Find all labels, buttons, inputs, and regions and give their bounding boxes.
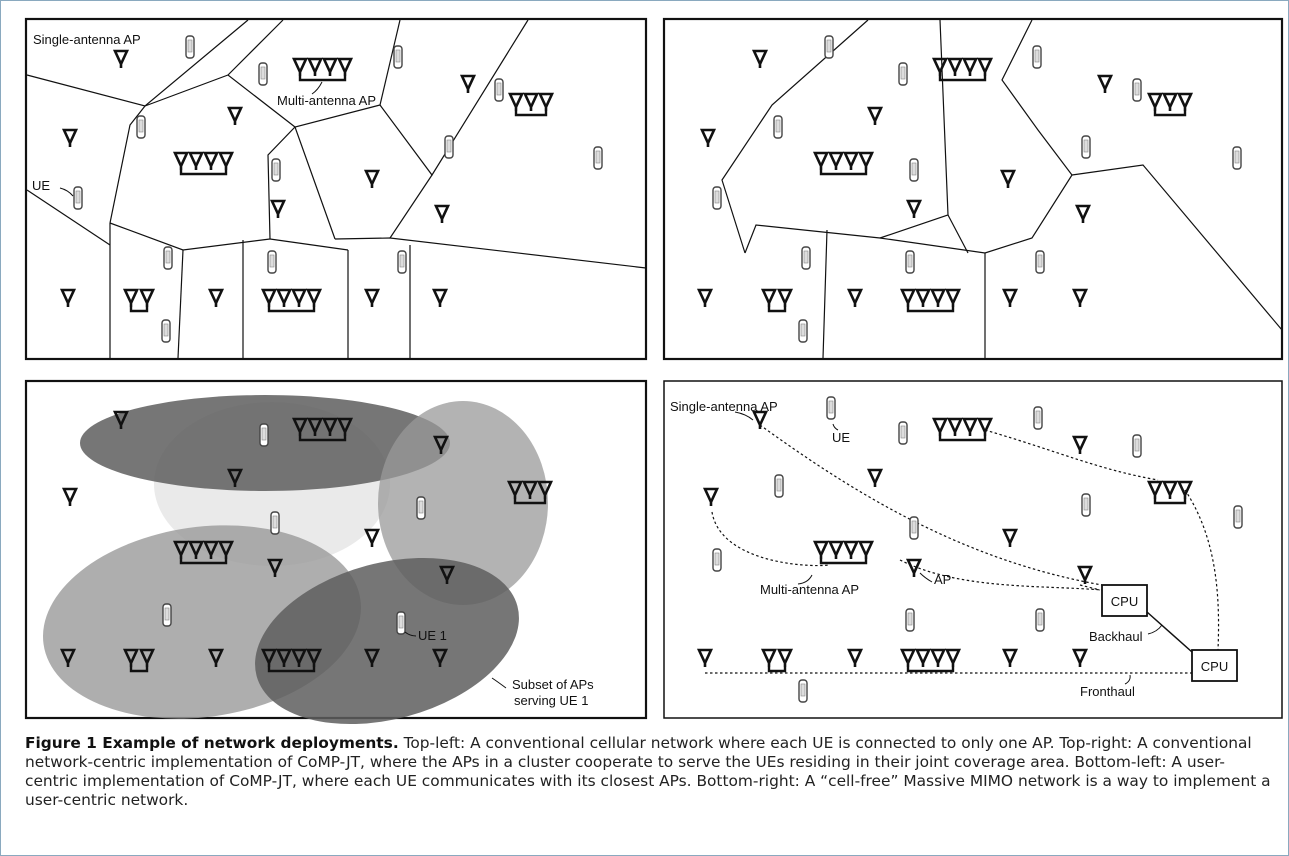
ue-pointer-br — [832, 423, 839, 431]
label-subset-line2: serving UE 1 — [514, 693, 588, 708]
cpu-box-2: CPU — [1191, 649, 1238, 682]
panel-top-left: Single-antenna AP Multi-antenna AP UE — [24, 17, 648, 361]
ap-cluster-ellipses — [43, 395, 548, 725]
fronthaul-pointer — [1124, 674, 1131, 685]
network-deployments-figure: Single-antenna AP Multi-antenna AP UE — [24, 17, 1284, 725]
multi-ap-pointer-br — [797, 574, 813, 585]
label-ue-br: UE — [832, 430, 850, 445]
cluster-boundaries — [721, 19, 1283, 359]
label-single-antenna-ap: Single-antenna AP — [33, 32, 141, 47]
backhaul-link — [1146, 611, 1193, 653]
label-multi-antenna-ap: Multi-antenna AP — [277, 93, 376, 108]
label-fronthaul: Fronthaul — [1080, 684, 1135, 699]
caption-title: Figure 1 Example of network deployments. — [25, 734, 399, 752]
panel-bottom-right: CPU CPU Single-antenna AP UE AP Multi-an… — [663, 380, 1283, 719]
label-backhaul: Backhaul — [1089, 629, 1143, 644]
label-cpu-2: CPU — [1201, 659, 1228, 674]
ap-pointer — [919, 572, 933, 583]
single-ap-pointer — [734, 411, 754, 421]
label-ue-1: UE 1 — [418, 628, 447, 643]
fronthaul-links — [705, 424, 1220, 674]
cluster-ellipse-right — [378, 401, 548, 605]
label-ap-br: AP — [934, 572, 951, 587]
backhaul-pointer — [1147, 624, 1163, 635]
label-cpu-1: CPU — [1111, 594, 1138, 609]
label-multi-antenna-ap-br: Multi-antenna AP — [760, 582, 859, 597]
panel-top-right — [662, 17, 1284, 361]
cluster-ellipse-ue1 — [255, 557, 519, 725]
subset-pointer — [491, 677, 507, 689]
label-ue: UE — [32, 178, 50, 193]
figure-caption: Figure 1 Example of network deployments.… — [25, 734, 1275, 810]
panel-bottom-left: UE 1 Subset of APs serving UE 1 — [24, 379, 648, 725]
ue1-pointer — [404, 631, 417, 637]
multi-ap-pointer — [311, 81, 323, 95]
caption-text: Top-left: A conventional cellular networ… — [25, 734, 1271, 809]
label-single-antenna-ap-br: Single-antenna AP — [670, 399, 778, 414]
voronoi-cells — [26, 19, 647, 359]
label-subset-line1: Subset of APs — [512, 677, 594, 692]
ue-1 — [396, 611, 406, 635]
cpu-box-1: CPU — [1101, 584, 1148, 617]
ue-pointer — [59, 187, 74, 197]
